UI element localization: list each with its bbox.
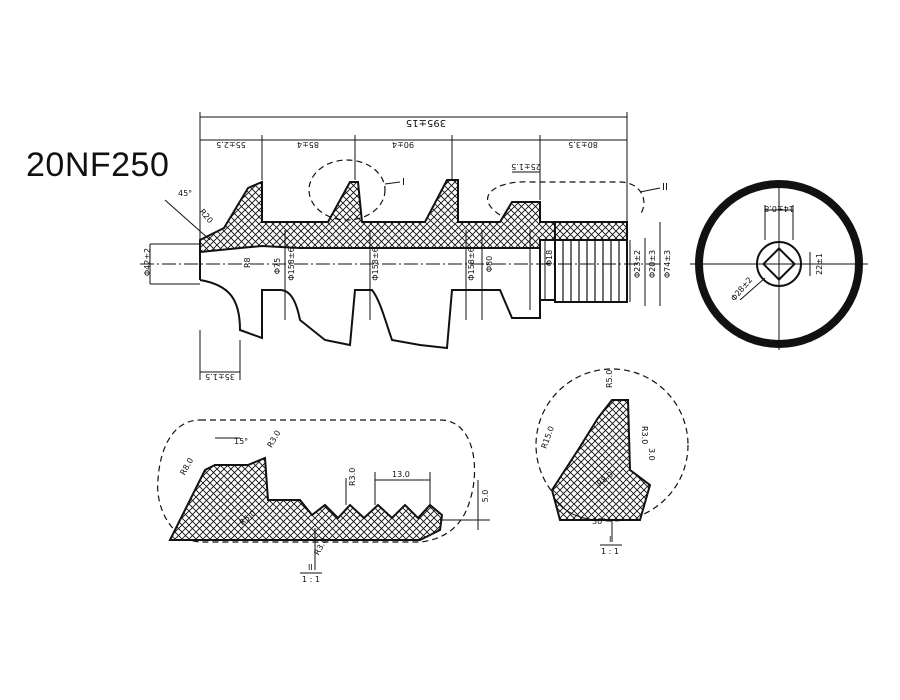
- end-side-dim: 22±1: [815, 253, 824, 275]
- detail-I-width: 3.0: [647, 448, 656, 461]
- detail-I-r1: R5.0: [605, 370, 614, 388]
- segment-dim-2: 85±4: [297, 140, 319, 149]
- dia-label-4: Φ158±6: [467, 247, 476, 280]
- model-title: 20NF250: [26, 146, 170, 184]
- detail-I-label: I: [609, 535, 611, 544]
- dia-label-1: Φ75: [273, 258, 282, 274]
- segment-dim-1: 55±2.5: [216, 140, 246, 149]
- detail-I-view: R5.0 R15.0 R3.0 3.0 R8.0 30° I 1 : 1: [535, 368, 689, 556]
- detail-ref-II: II: [662, 182, 668, 193]
- detail-II-r3: R3.0: [348, 468, 357, 486]
- right-dia-4: Φ74±3: [663, 250, 672, 278]
- left-dia-dim: Φ42±2: [143, 248, 152, 276]
- detail-II-scale: 1 : 1: [302, 575, 320, 584]
- bottom-dim: 35±1.5: [205, 372, 235, 381]
- dia-label-5: Φ80: [485, 256, 494, 272]
- angle-dim: 45°: [178, 189, 192, 198]
- detail-II-pitch: 13.0: [392, 470, 410, 479]
- detail-I-r3: R3.0: [640, 426, 649, 444]
- radius-root-dim: R8: [243, 257, 252, 268]
- right-dia-1: Φ18: [545, 250, 554, 266]
- detail-II-r2: R8.0: [178, 456, 195, 476]
- end-inner-dim: 14±0.8: [764, 204, 794, 213]
- detail-II-height: 5.0: [481, 490, 490, 503]
- detail-II-angle: 15°: [234, 437, 248, 446]
- overall-length-dim: 395±15: [406, 117, 446, 128]
- dia-label-2: Φ158±6: [287, 247, 296, 280]
- right-dia-3: Φ20±3: [648, 250, 657, 278]
- detail-ref-I: I: [402, 177, 405, 188]
- detail-II-label: II: [308, 563, 313, 572]
- detail-II-view: 15° R3.0 R8.0 R3.0 13.0 5.0 R5.0 R3.0 II…: [157, 419, 490, 584]
- segment-dim-4: 80±3.5: [568, 140, 598, 149]
- detail-II-r1: R3.0: [266, 429, 283, 449]
- detail-I-r2: R15.0: [539, 425, 555, 450]
- end-view: 14±0.8 22±1 Φ28±2: [690, 180, 868, 350]
- lead-dim: 25±1.5: [511, 162, 541, 171]
- main-view: 395±15 55±2.5 85±4 90±4 80±3.5 25±1.5: [140, 112, 672, 381]
- detail-I-angle: 30°: [592, 517, 606, 526]
- dia-label-3: Φ158±6: [371, 247, 380, 280]
- right-dia-2: Φ23±2: [633, 250, 642, 278]
- segment-dim-3: 90±4: [392, 140, 414, 149]
- detail-I-scale: 1 : 1: [601, 547, 619, 556]
